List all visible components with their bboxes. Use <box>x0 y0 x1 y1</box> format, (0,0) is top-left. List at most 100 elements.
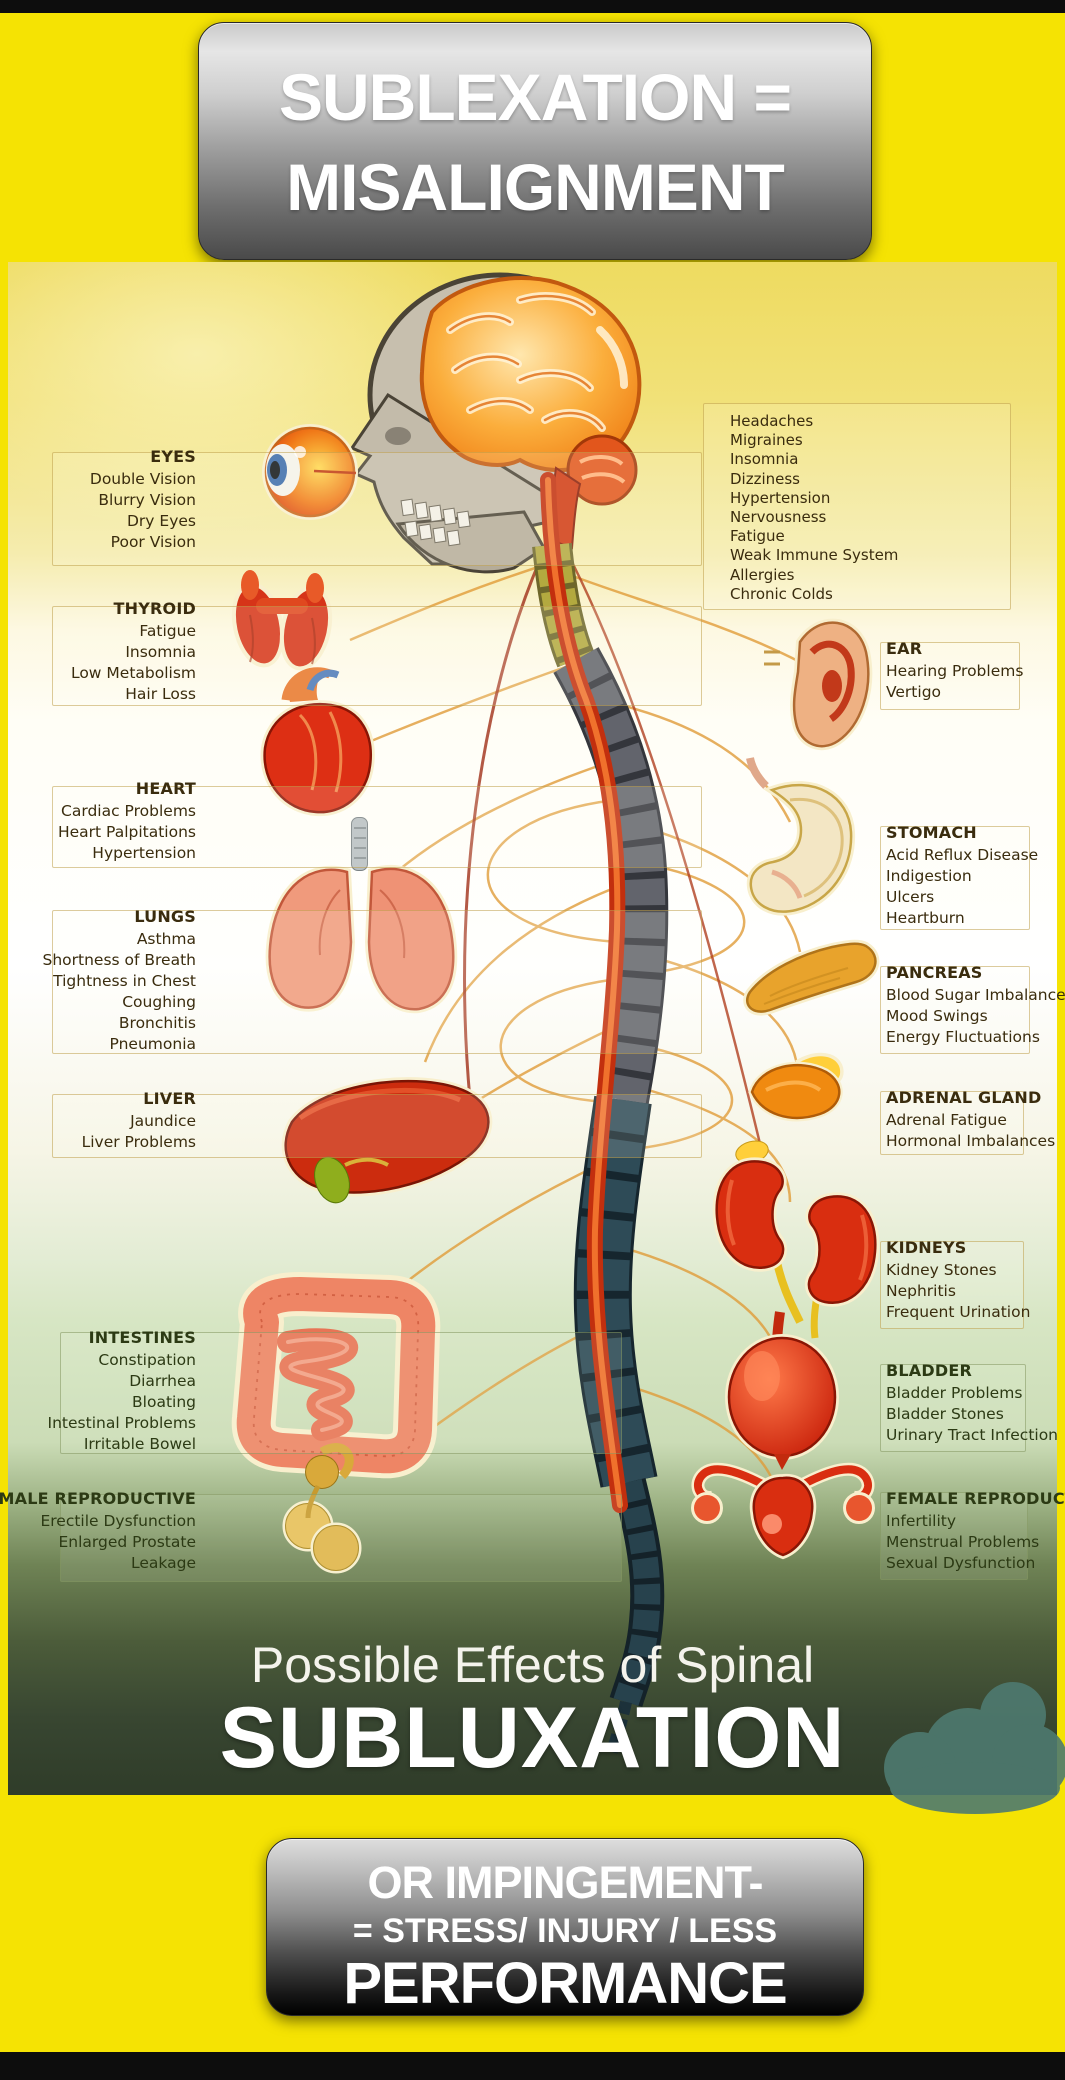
symptom: Constipation <box>98 1351 196 1369</box>
symptom: Erectile Dysfunction <box>40 1512 196 1530</box>
stomach-box <box>880 826 1030 930</box>
label-group-liver: LIVER Jaundice Liver Problems <box>0 1088 196 1153</box>
top-banner: SUBLEXATION = MISALIGNMENT <box>198 22 872 260</box>
symptom: Mood Swings <box>886 1007 988 1025</box>
bottom-banner-line1: OR IMPINGEMENT- <box>367 1857 763 1908</box>
adrenal-box <box>880 1091 1024 1155</box>
symptom: Bladder Stones <box>886 1405 1004 1423</box>
symptom: Chronic Colds <box>730 584 833 603</box>
label-group-stomach: STOMACH Acid Reflux Disease Indigestion … <box>886 822 1065 929</box>
symptom: Double Vision <box>89 470 196 488</box>
organ-title: KIDNEYS <box>886 1238 967 1257</box>
symptom: Headaches <box>730 412 814 430</box>
top-banner-line1: SUBLEXATION = <box>278 60 792 134</box>
organ-title: EYES <box>150 447 196 466</box>
symptom: Intestinal Problems <box>47 1414 196 1432</box>
bottom-banner: OR IMPINGEMENT- = STRESS/ INJURY / LESS … <box>266 1838 864 2016</box>
thyroid-box <box>52 606 702 706</box>
label-group-adrenal: ADRENAL GLAND Adrenal Fatigue Hormonal I… <box>886 1087 1065 1152</box>
symptom: Hypertension <box>92 844 196 862</box>
eyes-box <box>52 452 702 566</box>
symptom: Nephritis <box>886 1282 956 1300</box>
label-group-bladder: BLADDER Bladder Problems Bladder Stones … <box>886 1360 1065 1446</box>
organ-title: FEMALE REPRODUCTIVE <box>886 1489 1065 1508</box>
thyroid-icon <box>231 570 333 671</box>
symptom: Diarrhea <box>129 1372 196 1390</box>
organ-title: LIVER <box>143 1089 196 1108</box>
label-group-pancreas: PANCREAS Blood Sugar Imbalance Mood Swin… <box>886 962 1065 1048</box>
symptom: Dizziness <box>730 469 800 488</box>
bottom-banner-line2: = STRESS/ INJURY / LESS <box>352 1912 778 1950</box>
symptom: Insomnia <box>125 643 196 661</box>
label-group-heart: HEART Cardiac Problems Heart Palpitation… <box>0 778 196 864</box>
pancreas-box <box>880 966 1030 1054</box>
symptom: Low Metabolism <box>70 664 196 682</box>
symptom: Coughing <box>122 993 196 1011</box>
intestines-icon <box>231 1272 441 1479</box>
ear-box <box>880 642 1020 710</box>
poster-title-line1: Possible Effects of Spinal <box>250 1637 815 1693</box>
bottom-banner-line3: PERFORMANCE <box>343 1951 787 2016</box>
label-group-ear: EAR Hearing Problems Vertigo <box>886 638 1065 703</box>
liver-box <box>52 1094 702 1158</box>
symptom: Fatigue <box>139 622 196 640</box>
symptom: Enlarged Prostate <box>58 1533 196 1551</box>
heart-box <box>52 786 702 868</box>
symptom: Frequent Urination <box>886 1303 1031 1321</box>
top-banner-line2: MISALIGNMENT <box>286 150 785 224</box>
symptom: Asthma <box>136 930 196 948</box>
chiropractor-silhouette <box>884 1682 1065 1814</box>
symptom: Urinary Tract Infection <box>886 1426 1059 1444</box>
intestines-box <box>60 1332 622 1454</box>
symptom: Kidney Stones <box>886 1261 997 1279</box>
female-reproductive-icon <box>691 1462 875 1560</box>
label-group-eyes: EYES Double Vision Blurry Vision Dry Eye… <box>0 446 196 553</box>
eye-icon <box>262 424 358 520</box>
bottom-black-bar <box>0 2052 1065 2080</box>
organ-title: MALE REPRODUCTIVE <box>0 1489 196 1508</box>
kidneys-box <box>880 1241 1024 1329</box>
symptom: Cardiac Problems <box>61 802 196 820</box>
poster-title-line2: SUBLUXATION <box>219 1690 846 1786</box>
organ-title: ADRENAL GLAND <box>886 1088 1042 1107</box>
lungs-icon <box>265 817 458 1014</box>
stomach-icon <box>746 757 856 916</box>
symptom: Weak Immune System <box>730 546 899 565</box>
organ-title: BLADDER <box>886 1361 972 1380</box>
symptom: Hypertension <box>730 488 831 507</box>
label-group-thyroid: THYROID Fatigue Insomnia Low Metabolism … <box>0 598 196 705</box>
symptom: Vertigo <box>886 683 942 701</box>
symptom: Insomnia <box>730 450 799 469</box>
male-reproductive-box <box>60 1494 622 1582</box>
symptom: Shortness of Breath <box>42 951 196 969</box>
organ-title: INTESTINES <box>88 1328 196 1347</box>
symptom: Poor Vision <box>110 533 196 551</box>
symptom: Heart Palpitations <box>57 823 196 841</box>
symptom: Ulcers <box>886 888 935 906</box>
long-nerve-lines <box>463 559 764 1153</box>
pancreas-icon <box>743 939 880 1016</box>
symptom: Bloating <box>132 1393 196 1411</box>
label-group-intestines: INTESTINES Constipation Diarrhea Bloatin… <box>0 1327 196 1455</box>
symptom: Energy Fluctuations <box>886 1028 1040 1046</box>
organ-title: STOMACH <box>886 823 977 842</box>
symptom: Leakage <box>131 1554 196 1572</box>
ear-icon <box>764 618 873 751</box>
symptom: Pneumonia <box>109 1035 196 1053</box>
lungs-box <box>52 910 702 1054</box>
organ-title: PANCREAS <box>886 963 983 982</box>
adrenal-gland-icon <box>748 1052 844 1122</box>
bladder-icon <box>725 1311 839 1470</box>
label-group-kidneys: KIDNEYS Kidney Stones Nephritis Frequent… <box>886 1237 1065 1323</box>
organ-title: HEART <box>135 779 196 798</box>
female-reproductive-box <box>880 1492 1028 1580</box>
brain-list-box <box>703 403 1011 610</box>
symptom: Bronchitis <box>118 1014 196 1032</box>
male-reproductive-icon <box>282 1443 362 1574</box>
symptom: Blurry Vision <box>98 491 196 509</box>
label-group-male-reproductive: MALE REPRODUCTIVE Erectile Dysfunction E… <box>0 1488 196 1574</box>
symptom: Dry Eyes <box>127 512 196 530</box>
symptom: Fatigue <box>730 527 785 546</box>
label-group-brain: Headaches Migraines Insomnia Dizziness H… <box>730 412 1030 604</box>
